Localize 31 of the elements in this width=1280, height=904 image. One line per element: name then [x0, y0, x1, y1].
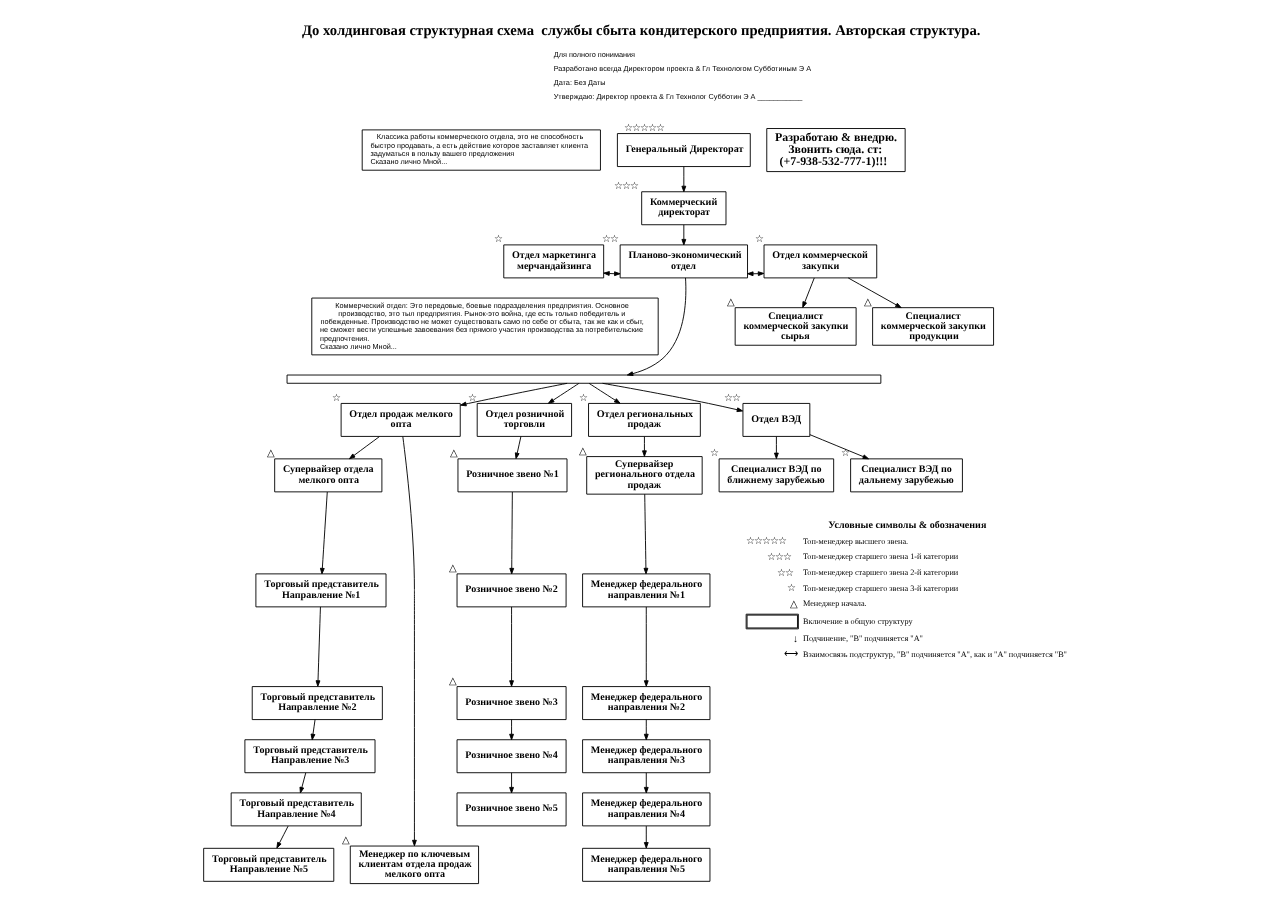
arrow	[508, 491, 514, 575]
arrow	[348, 436, 379, 460]
arrow	[309, 719, 315, 741]
arrow	[773, 436, 778, 460]
arrow	[846, 277, 901, 309]
arrow	[314, 606, 320, 687]
arrow	[642, 606, 648, 687]
arrow	[401, 436, 416, 847]
arrow	[513, 436, 521, 460]
node-bar	[285, 374, 881, 384]
arrow	[680, 166, 686, 193]
arrow	[318, 491, 327, 575]
arrow	[642, 772, 648, 794]
arrow	[508, 719, 513, 741]
arrow	[587, 382, 620, 404]
arrow	[625, 277, 686, 376]
arrow	[642, 825, 648, 849]
arrow	[808, 434, 868, 460]
arrow	[642, 719, 648, 741]
arrow	[547, 382, 579, 404]
arrow	[801, 277, 814, 308]
arrow	[459, 382, 567, 407]
arrow	[275, 825, 288, 849]
arrow	[298, 772, 306, 794]
arrow	[680, 224, 686, 246]
arrow	[508, 772, 513, 794]
arrow	[601, 382, 743, 413]
diagram-title: До холдинговая структурная схема службы сбыта кондитерского предприятия. Авторская структура.	[300, 20, 980, 39]
arrow	[641, 436, 646, 457]
arrow	[642, 493, 648, 575]
arrow	[508, 606, 513, 687]
